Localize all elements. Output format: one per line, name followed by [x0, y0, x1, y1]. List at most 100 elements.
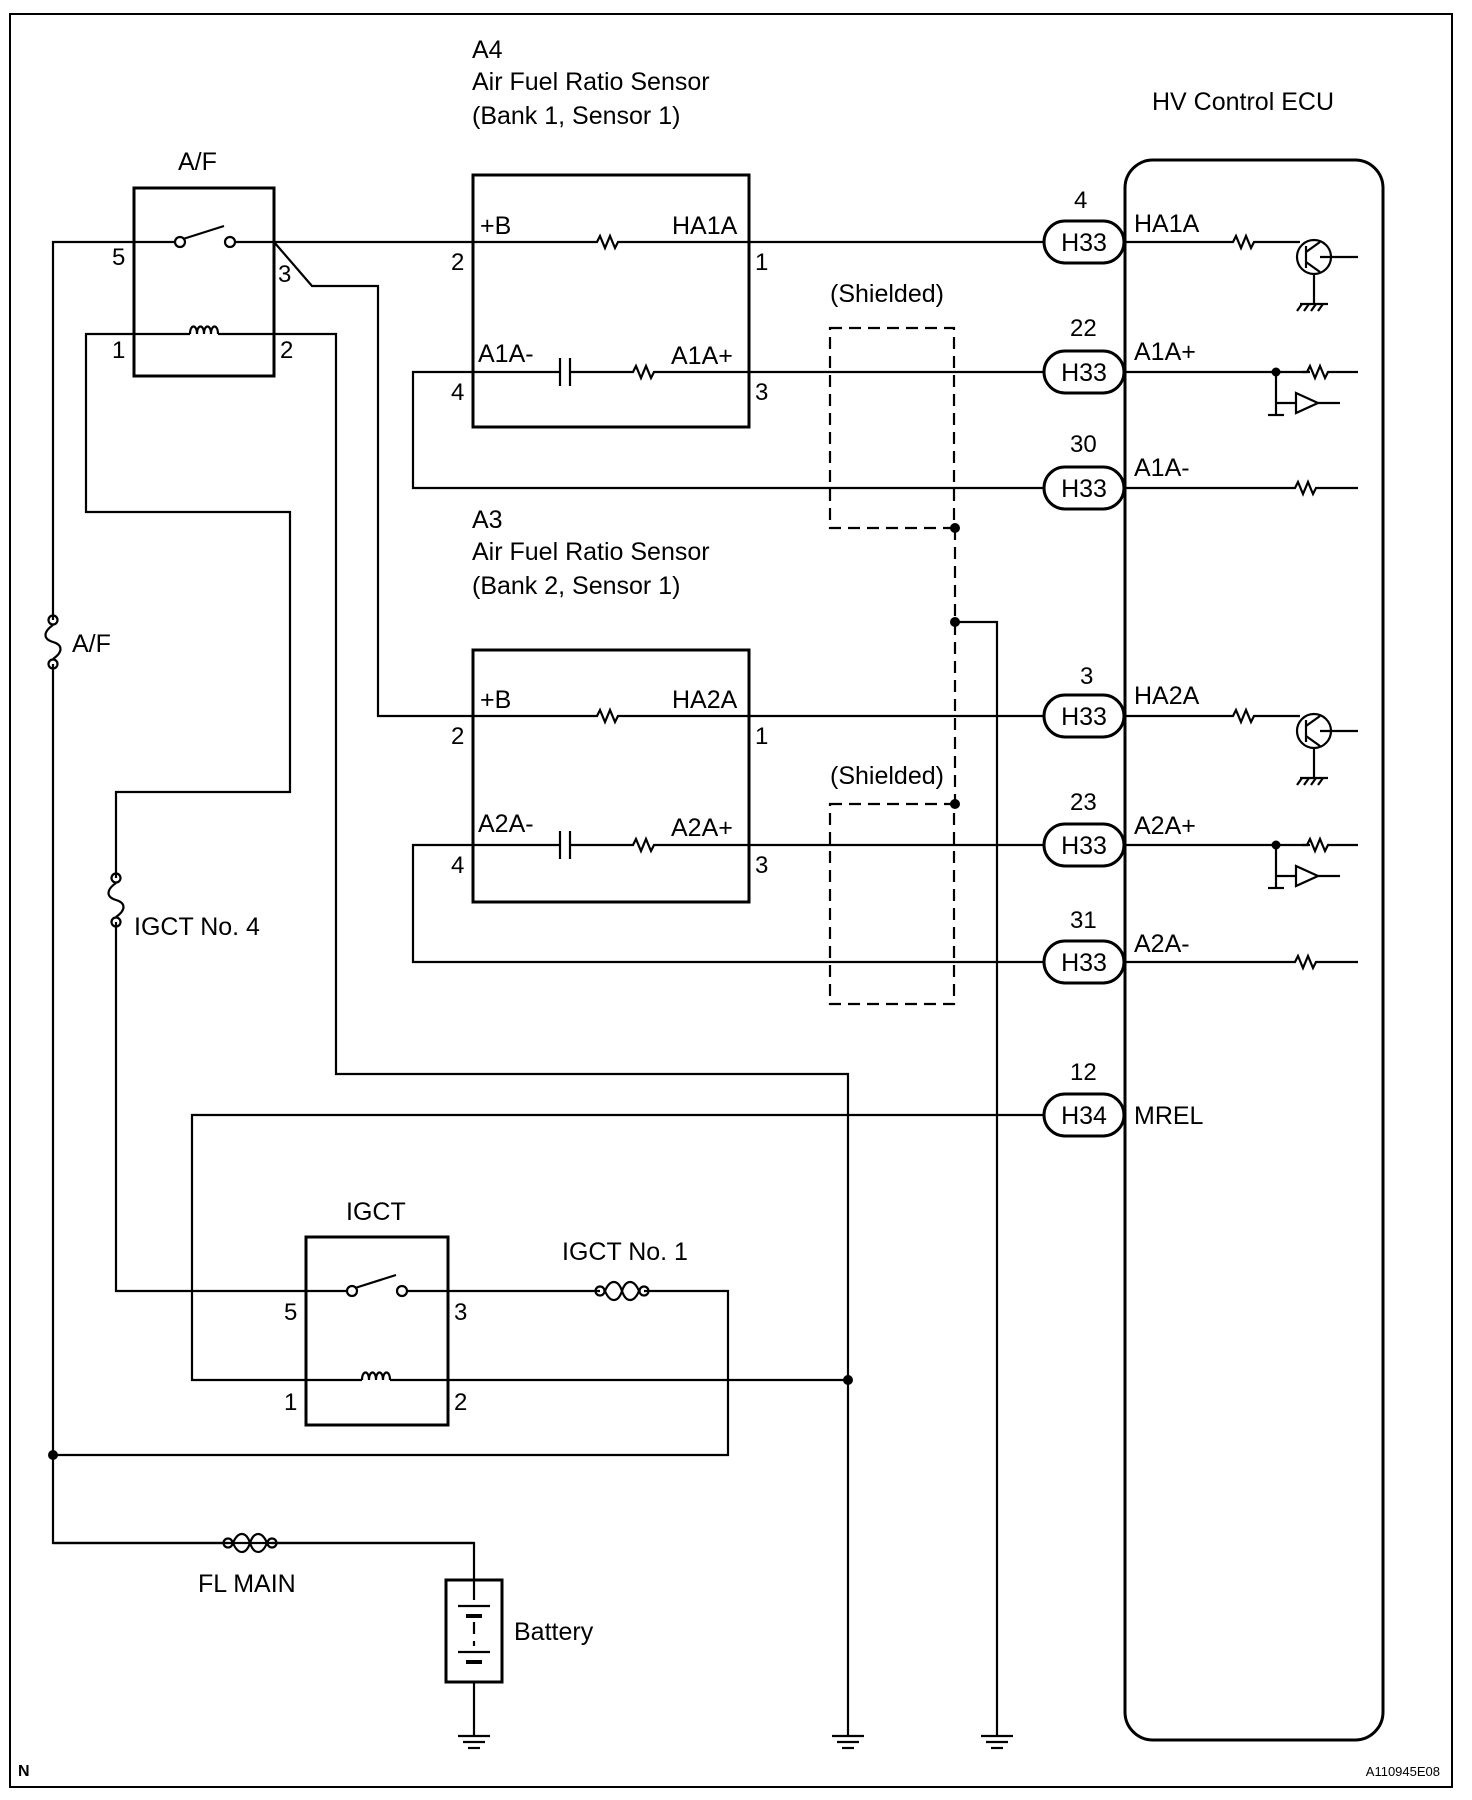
a3-heater-resistor-icon [590, 708, 626, 724]
shield-drain [950, 523, 1015, 1750]
a4-cell-resistor-icon [626, 364, 662, 380]
ecu-amplifier-icon [1294, 391, 1321, 415]
a4-heater-resistor-icon [590, 234, 626, 250]
ecu-connector-mrel: 12 H34 MREL [1042, 1059, 1204, 1138]
ecu-pin-number: 30 [1070, 431, 1097, 458]
af-relay-label: A/F [178, 148, 217, 176]
a4-pin-2: 2 [451, 249, 464, 276]
ecu-resistor-icon [1288, 480, 1324, 496]
a3-terminal-plus-b: +B [480, 686, 511, 714]
a3-position: (Bank 2, Sensor 1) [472, 572, 680, 600]
figure-code: A110945E08 [1366, 1764, 1440, 1779]
igct-no4-fuse-icon [107, 872, 125, 928]
transistor-icon [1295, 238, 1358, 276]
connector-id: H34 [1061, 1102, 1107, 1130]
igct-relay-pin-3: 3 [454, 1299, 467, 1326]
ecu-signal-name: A2A+ [1134, 812, 1196, 840]
ecu-connector-a2a-plus: 23 H33 A2A+ [1042, 789, 1196, 868]
ecu-internal-circuits [1125, 234, 1358, 970]
af-relay-coil-icon [188, 325, 220, 336]
a3-terminal-minus: A2A- [478, 810, 534, 838]
af-relay-pin-1: 1 [112, 337, 125, 364]
ecu-connector-a2a-minus: 31 H33 A2A- [1042, 907, 1190, 985]
sensor-wiring [273, 240, 1045, 964]
a3-pin-2: 2 [451, 723, 464, 750]
ecu-chassis-ground-icon [1295, 288, 1330, 313]
ecu-connector-a1a-plus: 22 H33 A1A+ [1042, 315, 1196, 395]
shield-a3: (Shielded) [828, 762, 956, 1006]
hv-control-ecu: HV Control ECU [1123, 88, 1385, 1742]
connector-id: H33 [1061, 229, 1107, 257]
fl-main-fuse-label: FL MAIN [198, 1570, 296, 1598]
af-fuse-icon [44, 614, 62, 670]
ecu-signal-name: A2A- [1134, 930, 1190, 958]
a4-pin-4: 4 [451, 379, 464, 406]
a3-id: A3 [472, 506, 503, 534]
igct-relay-pin-5: 5 [284, 1299, 297, 1326]
ecu-pin-number: 23 [1070, 789, 1097, 816]
battery-ground-icon [456, 1720, 492, 1750]
a3-terminal-ha: HA2A [672, 686, 738, 714]
shield-ground-icon [979, 1720, 1015, 1750]
igct-relay-label: IGCT [346, 1198, 406, 1226]
ecu-signal-name: HA2A [1134, 682, 1200, 710]
battery: Battery [444, 1575, 594, 1750]
a4-terminal-ha: HA1A [672, 212, 738, 240]
ground-icon [830, 1720, 866, 1750]
ecu-signal-name: A1A- [1134, 454, 1190, 482]
ecu-chassis-ground-icon [1295, 762, 1330, 787]
a4-terminal-minus: A1A- [478, 340, 534, 368]
af-relay-pin-2: 2 [280, 337, 293, 364]
ecu-resistor-icon [1226, 234, 1262, 250]
igct-no1-fuse [448, 1280, 650, 1302]
connector-id: H33 [1061, 703, 1107, 731]
ecu-resistor-icon [1300, 837, 1336, 853]
shield-a4: (Shielded) [828, 280, 956, 530]
a3-pin-1: 1 [755, 723, 768, 750]
ecu-connector-hv1: 4 H33 HA1A [1042, 187, 1200, 265]
igct-no1-fuse-icon [594, 1280, 650, 1302]
igct-no1-fuse-label: IGCT No. 1 [562, 1238, 688, 1266]
ecu-connector-a1a-minus: 30 H33 A1A- [1042, 431, 1190, 511]
ecu-pin-number: 4 [1074, 187, 1087, 214]
af-relay-pin-5: 5 [112, 244, 125, 271]
a4-pin-3: 3 [755, 379, 768, 406]
a4-terminal-plus-b: +B [480, 212, 511, 240]
a4-sensor: A4 Air Fuel Ratio Sensor (Bank 1, Sensor… [451, 36, 768, 429]
af-relay: A/F 5 3 1 2 [112, 148, 293, 378]
a3-cell-resistor-icon [626, 837, 662, 853]
ecu-connector-ha2a: 3 H33 HA2A [1042, 663, 1200, 739]
connector-id: H33 [1061, 832, 1107, 860]
igct-relay: IGCT 5 3 1 2 [284, 1198, 467, 1427]
af-fuse-label: A/F [72, 630, 111, 658]
page-frame [9, 13, 1453, 1788]
ecu-pin-number: 22 [1070, 315, 1097, 342]
footer-left: N [18, 1763, 30, 1780]
ecu-signal-name: HA1A [1134, 210, 1200, 238]
a3-pin-4: 4 [451, 852, 464, 879]
a4-id: A4 [472, 36, 503, 64]
ecu-pin-number: 3 [1080, 663, 1093, 690]
a3-sensor: A3 Air Fuel Ratio Sensor (Bank 2, Sensor… [451, 506, 768, 904]
connector-id: H33 [1061, 359, 1107, 387]
shield-a3-label: (Shielded) [830, 762, 944, 790]
af-relay-pin-3: 3 [278, 261, 291, 288]
a3-terminal-plus: A2A+ [671, 814, 733, 842]
connector-id: H33 [1061, 949, 1107, 977]
a3-name: Air Fuel Ratio Sensor [472, 538, 710, 566]
ecu-label: HV Control ECU [1152, 88, 1334, 116]
a4-name: Air Fuel Ratio Sensor [472, 68, 710, 96]
fl-main-fusible-link-icon [222, 1532, 278, 1554]
battery-label: Battery [514, 1618, 594, 1646]
a4-pin-1: 1 [755, 249, 768, 276]
a4-terminal-plus: A1A+ [671, 342, 733, 370]
ecu-amplifier-icon [1294, 864, 1321, 888]
ecu-signal-name: MREL [1134, 1102, 1204, 1130]
a4-position: (Bank 1, Sensor 1) [472, 102, 680, 130]
igct-no4-fuse-label: IGCT No. 4 [134, 913, 260, 941]
ecu-pin-number: 31 [1070, 907, 1097, 934]
ecu-resistor-icon [1288, 954, 1324, 970]
ecu-resistor-icon [1300, 364, 1336, 380]
transistor-icon [1295, 712, 1358, 750]
